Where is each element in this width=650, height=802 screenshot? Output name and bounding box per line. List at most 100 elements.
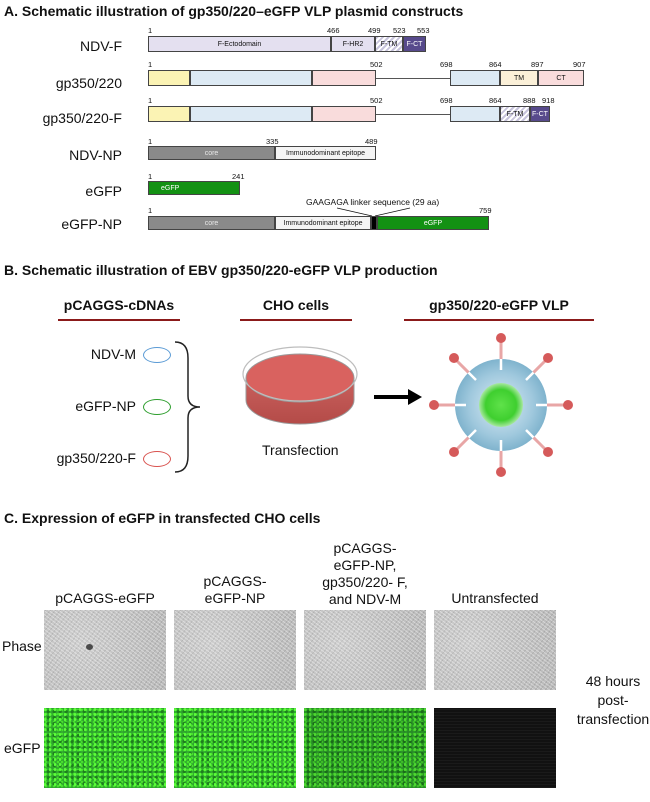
- segment-egfp: eGFP: [377, 216, 489, 230]
- header-underline: [404, 319, 594, 321]
- pos-number: 1: [148, 96, 153, 105]
- row-label-egfp: eGFP: [85, 183, 122, 199]
- segment-egfp: eGFP: [148, 181, 240, 195]
- column-header-line: pCAGGS-: [333, 540, 397, 556]
- deleted-region-line: [376, 114, 450, 115]
- segment-yellow-domain: [148, 106, 190, 122]
- column-header-line: and NDV-M: [328, 591, 402, 607]
- segment-f-ct: F-CT: [403, 36, 426, 52]
- pos-number: 335: [266, 137, 279, 146]
- pos-number: 1: [148, 60, 153, 69]
- segment-ct: CT: [538, 70, 584, 86]
- header-cho-cells: CHO cells: [262, 297, 330, 313]
- timepoint-note: 48 hours post- transfection: [576, 672, 650, 729]
- pos-number: 864: [489, 96, 502, 105]
- column-header-untransfected: Untransfected: [434, 590, 556, 607]
- row-label-gp350-f: gp350/220-F: [42, 110, 122, 126]
- segment-np-core: core: [148, 146, 275, 160]
- phase-image-pcaggs-egfp: [44, 610, 166, 690]
- column-header-line: gp350/220- F,: [322, 574, 408, 590]
- pos-number: 1: [148, 137, 153, 146]
- pos-number: 499: [368, 26, 381, 35]
- pos-number: 523: [393, 26, 406, 35]
- segment-f-hr2: F-HR2: [331, 36, 375, 52]
- header-underline: [240, 319, 352, 321]
- pos-number: 1: [148, 172, 153, 181]
- plasmid-label-gp350-f: gp350/220-F: [56, 450, 136, 466]
- segment-f-ct: F-CT: [530, 106, 550, 122]
- arrow-right-icon: [374, 389, 422, 405]
- pos-number: 502: [370, 96, 383, 105]
- row-label-egfp-np: eGFP-NP: [61, 216, 122, 232]
- timepoint-line: 48 hours: [585, 673, 641, 689]
- header-pcaggs-cdnas: pCAGGS-cDNAs: [63, 297, 175, 313]
- row-label-gp350: gp350/220: [55, 75, 122, 91]
- column-header-line: pCAGGS-: [203, 573, 267, 589]
- segment-blue-domain: [450, 106, 500, 122]
- header-underline: [58, 319, 180, 321]
- segment-np-core: core: [148, 216, 275, 230]
- pos-number: 502: [370, 60, 383, 69]
- row-label-egfp-fluorescence: eGFP: [4, 740, 41, 756]
- row-label-phase: Phase: [2, 638, 42, 654]
- deleted-region-line: [376, 78, 450, 79]
- segment-yellow-domain: [148, 70, 190, 86]
- pos-number: 759: [479, 206, 492, 215]
- column-header-line: eGFP-NP: [204, 590, 266, 606]
- plasmid-label-egfp-np: eGFP-NP: [75, 398, 136, 414]
- plasmid-label-ndv-m: NDV-M: [90, 346, 136, 362]
- phase-image-pcaggs-egfp-np: [174, 610, 296, 690]
- pos-number: 1: [148, 206, 153, 215]
- segment-f-ectodomain: F-Ectodomain: [148, 36, 331, 52]
- timepoint-line: post-: [597, 692, 629, 708]
- row-label-ndv-np: NDV-NP: [69, 147, 122, 163]
- section-c-title: C. Expression of eGFP in transfected CHO…: [4, 510, 321, 526]
- pos-number: 489: [365, 137, 378, 146]
- linker-annotation: GAAGAGA linker sequence (29 aa): [306, 197, 440, 207]
- vlp-particle-icon: [429, 333, 573, 477]
- pos-number: 1: [148, 26, 153, 35]
- column-header-pcaggs-egfp-np: pCAGGS- eGFP-NP: [174, 573, 296, 607]
- segment-immunodominant-epitope: Immunodominant epitope: [275, 146, 376, 160]
- dish-caption: Transfection: [262, 442, 339, 458]
- egfp-image-untransfected: [434, 708, 556, 788]
- timepoint-line: transfection: [576, 711, 650, 727]
- column-header-line: Untransfected: [451, 590, 539, 606]
- column-header-cotransfection: pCAGGS- eGFP-NP, gp350/220- F, and NDV-M: [304, 540, 426, 608]
- header-vlp: gp350/220-eGFP VLP: [429, 297, 569, 313]
- culture-dish-icon: [242, 346, 358, 425]
- segment-f-tm: F-TM: [375, 36, 403, 52]
- column-header-line: eGFP-NP,: [333, 557, 397, 573]
- row-label-ndv-f: NDV-F: [80, 38, 122, 54]
- plasmid-icon-ndv-m: [143, 347, 171, 363]
- pos-number: 698: [440, 60, 453, 69]
- segment-blue-domain: [190, 70, 312, 86]
- segment-blue-domain: [190, 106, 312, 122]
- section-a-title: A. Schematic illustration of gp350/220–e…: [4, 3, 464, 19]
- egfp-image-pcaggs-egfp: [44, 708, 166, 788]
- segment-pink-domain: [312, 70, 376, 86]
- pos-number: 241: [232, 172, 245, 181]
- plasmid-icon-gp350-f: [143, 451, 171, 467]
- phase-image-cotransfection: [304, 610, 426, 690]
- pos-number: 907: [573, 60, 586, 69]
- pos-number: 897: [531, 60, 544, 69]
- section-b-title: B. Schematic illustration of EBV gp350/2…: [4, 262, 438, 278]
- column-header-pcaggs-egfp: pCAGGS-eGFP: [44, 590, 166, 607]
- column-header-line: pCAGGS-eGFP: [55, 590, 155, 606]
- segment-f-tm: F-TM: [500, 106, 530, 122]
- pos-number: 888: [523, 96, 536, 105]
- segment-tm: TM: [500, 70, 538, 86]
- pos-number: 698: [440, 96, 453, 105]
- cell-debris-spot: [86, 644, 93, 650]
- pos-number: 553: [417, 26, 430, 35]
- egfp-image-cotransfection: [304, 708, 426, 788]
- plasmid-icon-egfp-np: [143, 399, 171, 415]
- egfp-image-pcaggs-egfp-np: [174, 708, 296, 788]
- brace-icon: [174, 341, 201, 473]
- segment-pink-domain: [312, 106, 376, 122]
- linker-callout-lines: [336, 207, 411, 217]
- pos-number: 466: [327, 26, 340, 35]
- segment-blue-domain: [450, 70, 500, 86]
- pos-number: 918: [542, 96, 555, 105]
